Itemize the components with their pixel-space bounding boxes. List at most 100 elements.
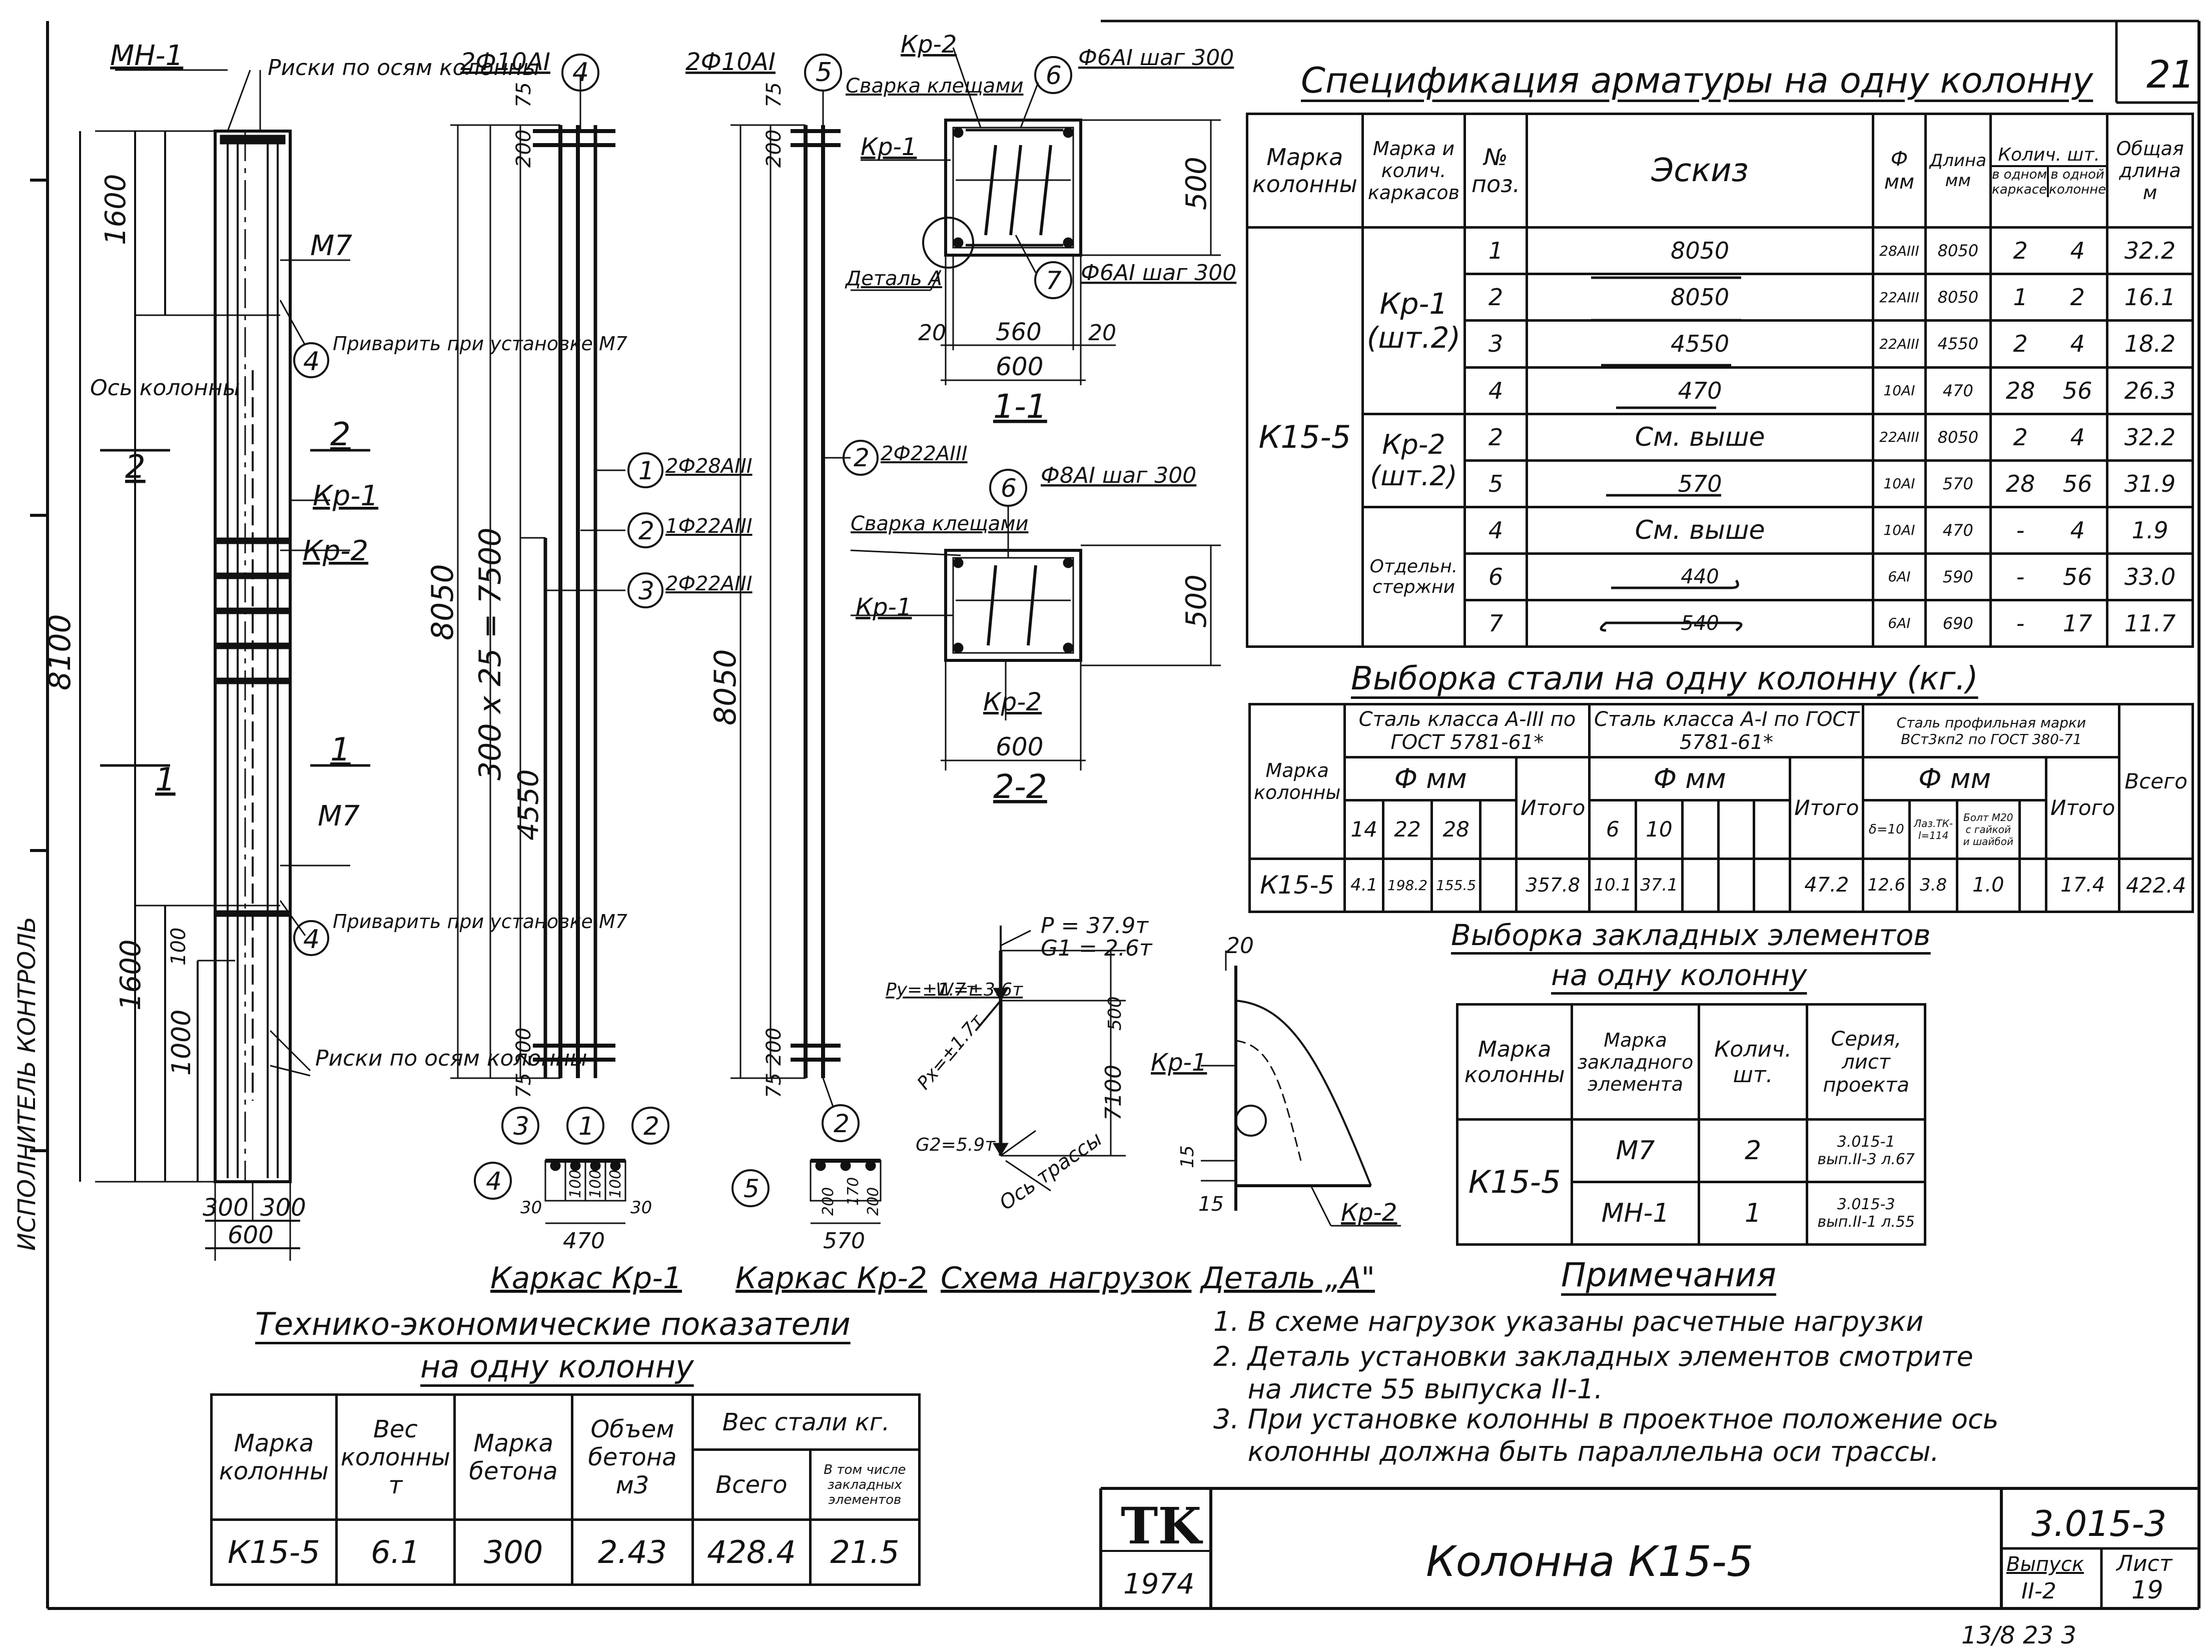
s22-caption: 2-2 — [993, 767, 1047, 806]
spec-d: 22АIII — [1872, 319, 1927, 369]
spec-len: 470 — [1924, 366, 1992, 415]
spec-q1: 2 — [2013, 423, 2028, 451]
spec-len: 570 — [1924, 459, 1992, 508]
tech-title-2: на одну колонну — [420, 1348, 694, 1385]
spec-total: 18.2 — [2106, 319, 2194, 369]
spec-table: Марка колонны Марка и колич. каркасов № … — [1246, 112, 2194, 648]
emb-el: М7 — [1571, 1118, 1700, 1183]
axis-label: Ось колонны — [90, 375, 240, 401]
tech-h-steel-total: Всего — [691, 1448, 812, 1521]
steel-phi-a1: Ф мм — [1588, 756, 1792, 801]
embedded-title-1: Выборка закладных элементов — [1451, 918, 1931, 952]
emb-ref: 3.015-3 вып.II-1 л.55 — [1806, 1181, 1926, 1246]
kr1-dim-200-top: 200 — [512, 130, 535, 168]
kr1-sec-pos1: 1 — [578, 1112, 594, 1141]
spec-pos: 2 — [1463, 273, 1528, 322]
spec-len: 470 — [1924, 505, 1992, 555]
steel-a3-total: 357.8 — [1515, 857, 1591, 914]
spec-title: Спецификация арматуры на одну колонну — [1301, 60, 2093, 101]
dim-1600-top: 1600 — [100, 174, 132, 245]
spec-total: 26.3 — [2106, 366, 2194, 415]
steel-prof-col: Лаз.ТК-l=114 — [1908, 798, 1959, 860]
spec-sketch: См. выше — [1525, 412, 1875, 462]
spec-q2: 4 — [2070, 237, 2085, 265]
steel-phi-prof: Ф мм — [1862, 756, 2047, 801]
spec-d: 10АI — [1872, 459, 1927, 508]
spec-q2: 4 — [2070, 423, 2085, 451]
kr2-caption: Каркас Кр-2 — [735, 1261, 927, 1296]
spec-h-q1: в одном каркасе — [1992, 167, 2049, 197]
spec-pos: 5 — [1463, 459, 1528, 508]
kr1-sec-100b: 100 — [587, 1170, 604, 1198]
tech-h-volume: Объем бетона м3 — [570, 1393, 694, 1521]
steel-a3-v: 198.2 — [1381, 857, 1433, 914]
spec-q2: 56 — [2062, 470, 2092, 497]
steel-prof-total: 17.4 — [2044, 857, 2121, 914]
kr2-dim-75: 75 — [763, 82, 786, 108]
load-p: P = 37.9т — [1041, 913, 1149, 939]
kr1-pos3-num: 3 — [638, 576, 654, 605]
load-caption: Схема нагрузок — [941, 1261, 1191, 1296]
issue-value: II-2 — [2021, 1578, 2056, 1604]
spec-total: 1.9 — [2106, 505, 2194, 555]
kr2-sec-170: 170 — [845, 1177, 862, 1206]
sheet-frame — [30, 20, 2200, 1610]
tech-h-weight: Вес колонны т — [335, 1393, 456, 1521]
kr2-dim-200-bot: 200 — [763, 1028, 786, 1066]
embedded-table: Марка колонны Марка закладного элемента … — [1455, 1003, 1926, 1246]
tech-h-concrete: Марка бетона — [453, 1393, 573, 1521]
spec-q2: 2 — [2070, 284, 2085, 311]
detail-dim-15a: 15 — [1177, 1145, 1198, 1168]
steel-h-a3: Сталь класса А-III по ГОСТ 5781-61* — [1343, 702, 1591, 759]
spec-h-qty: Колич. шт. в одном каркасе в одной колон… — [1989, 112, 2109, 229]
tech-row-weight: 6.1 — [335, 1518, 456, 1586]
kr1-pos1-txt: 2Ф28АIII — [665, 455, 753, 478]
emb-h-el: Марка закладного элемента — [1571, 1003, 1700, 1121]
steel-prof-v: 1.0 — [1956, 857, 2021, 914]
section-2-left: 2 — [125, 449, 146, 486]
spec-group-kr2: Кр-2 (шт.2) — [1361, 412, 1466, 508]
kr1-dim-75: 75 — [512, 82, 535, 108]
emb-column-mark: К15-5 — [1455, 1118, 1574, 1246]
s11-dim-20a: 20 — [918, 320, 946, 346]
section-1-right: 1 — [330, 731, 351, 768]
table-row: Отдельн. стержни 4 См. выше 10АI 470 -4 … — [1247, 505, 2194, 648]
spec-pos: 6 — [1463, 552, 1528, 601]
kr2-top-rods: 2Ф10АI — [685, 48, 776, 76]
spec-q2: 56 — [2062, 563, 2092, 590]
kr1-sec-pos4: 4 — [486, 1167, 502, 1196]
s22-dim-500: 500 — [1180, 574, 1213, 628]
tech-title-1: Технико-экономические показатели — [255, 1306, 851, 1342]
s11-kr1: Кр-1 — [861, 133, 917, 161]
stamp-logo: TK — [1121, 1496, 1203, 1555]
kr2-sec-200b: 200 — [865, 1187, 882, 1216]
tech-h-steel-emb: В том числе закладных элементов — [809, 1448, 921, 1521]
s11-pos6-txt: Ф6АI шаг 300 — [1078, 45, 1234, 71]
emb-qty: 2 — [1697, 1118, 1809, 1183]
spec-h-len: Длина мм — [1924, 112, 1992, 229]
note-line-2: 2. Деталь установки закладных элементов … — [1213, 1341, 1973, 1372]
detail-dim-15b: 15 — [1198, 1193, 1224, 1216]
dim-300-b: 300 — [260, 1194, 306, 1222]
table-row: К15-5 6.1 300 2.43 428.4 21.5 — [210, 1518, 921, 1586]
spec-total: 32.2 — [2106, 226, 2194, 276]
tech-row-steel-emb: 21.5 — [809, 1518, 921, 1586]
spec-len: 4550 — [1924, 319, 1992, 369]
spec-len: 8050 — [1924, 273, 1992, 322]
load-px: Px=±1.7т — [913, 1011, 988, 1094]
detail-caption: Деталь „А" — [1199, 1261, 1375, 1296]
section-2-right: 2 — [330, 416, 351, 453]
dim-1600-bottom: 1600 — [115, 939, 147, 1011]
steel-row-mark: К15-5 — [1248, 857, 1346, 914]
table-row: 7 540 6АI 690 -17 11.7 — [1247, 598, 2194, 648]
tech-h-mark: Марка колонны — [210, 1393, 338, 1521]
spec-h-total: Общая длина м — [2106, 112, 2194, 229]
kr1-sec-470: 470 — [563, 1228, 605, 1254]
embedded-title-2: на одну колонну — [1551, 958, 1807, 992]
detail-kr2: Кр-2 — [1341, 1199, 1397, 1227]
note-line-5: колонны должна быть параллельна оси трас… — [1213, 1436, 1939, 1467]
spec-d: 6АI — [1872, 552, 1927, 601]
